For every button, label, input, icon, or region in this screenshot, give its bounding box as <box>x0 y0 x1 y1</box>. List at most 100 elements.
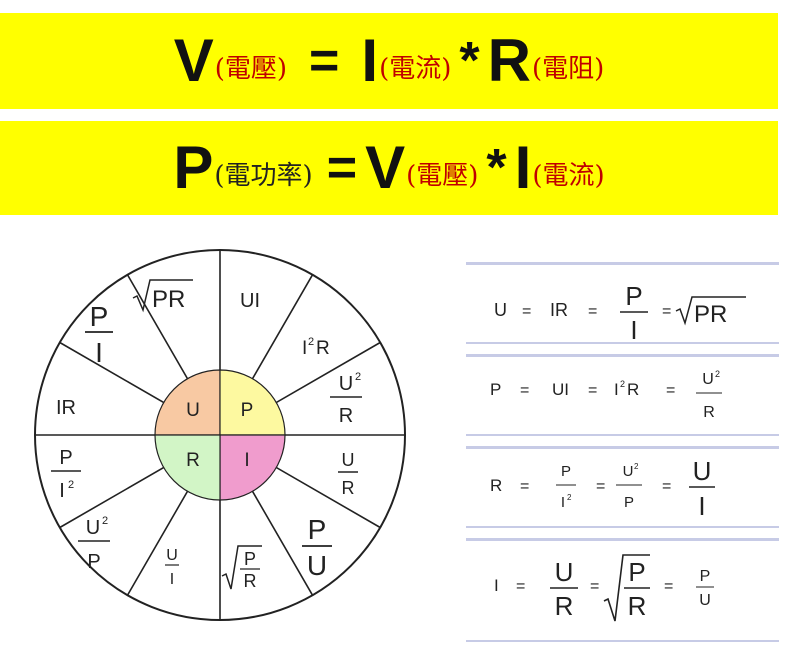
label-resistance: (電阻) <box>531 54 605 84</box>
symbol-i: I <box>514 134 532 201</box>
symbol-v: V <box>365 134 406 201</box>
fraction-exponent: 2 <box>68 479 74 491</box>
fraction-denominator: R <box>244 571 257 591</box>
fraction-exponent: 2 <box>620 379 625 389</box>
ohms-law-banner: V(電壓) = I(電流) * R(電阻) <box>0 13 778 109</box>
fraction-numerator: P <box>59 447 72 469</box>
sqrt-pr-radicand: PR <box>152 286 185 313</box>
power-law-banner: P(電功率) = V(電壓) * I(電流) <box>0 121 778 215</box>
row-i-fraction3-denominator: U <box>699 592 711 609</box>
center-quadrant-i <box>219 434 286 501</box>
row-r-fraction3-numerator: U <box>693 456 712 486</box>
segment-i2r-i: I <box>302 338 307 359</box>
fraction-exponent: 2 <box>567 493 572 502</box>
formula-row-p: P = UI = I 2 R = U 2 R <box>466 354 779 436</box>
equals-sign: = <box>662 303 671 320</box>
row-u-term-ir: IR <box>550 300 568 320</box>
segment-ir: IR <box>56 397 76 419</box>
row-r-fraction1-numerator: P <box>561 463 571 480</box>
center-label-u: U <box>186 400 200 421</box>
row-p-fraction-denominator: R <box>703 404 715 421</box>
symbol-i: I <box>361 27 379 94</box>
segment-u-over-r: U R <box>338 450 358 498</box>
fraction-numerator: U <box>166 547 178 564</box>
center-label-i: I <box>244 450 249 471</box>
equals-sign: = <box>516 578 525 595</box>
fraction-denominator: U <box>307 550 327 581</box>
row-i-fraction2-numerator: P <box>628 557 645 587</box>
equals-sign: = <box>326 139 358 197</box>
segment-p-over-i-squared: P I 2 <box>51 447 81 502</box>
fraction-denominator: R <box>339 405 353 427</box>
label-voltage: (電壓) <box>214 54 288 84</box>
sqrt-icon <box>132 279 193 313</box>
row-u-sqrt-radicand: PR <box>694 301 727 328</box>
row-p-term-r: R <box>627 380 639 399</box>
center-quadrant-u <box>154 369 221 436</box>
formula-row-u: U = IR = P I = PR <box>466 262 779 345</box>
row-r-lhs: R <box>490 476 502 495</box>
fraction-denominator: I <box>170 571 174 588</box>
row-p-fraction-numerator: U <box>702 371 714 388</box>
row-p-lhs: P <box>490 380 501 399</box>
multiply-sign: * <box>459 32 480 90</box>
fraction-denominator: I <box>59 480 65 502</box>
row-r-fraction2-numerator: U <box>623 463 634 480</box>
symbol-v: V <box>173 27 214 94</box>
fraction-exponent: 2 <box>355 371 361 383</box>
fraction-exponent: 2 <box>634 462 639 471</box>
segment-u-over-i: U I <box>165 547 179 588</box>
center-label-r: R <box>186 450 200 471</box>
center-quadrant-r <box>154 434 221 501</box>
label-current: (電流) <box>532 161 605 191</box>
fraction-numerator: P <box>244 549 256 569</box>
segment-u-squared-over-p: U 2 P <box>78 515 110 573</box>
row-i-fraction2-denominator: R <box>628 591 647 621</box>
fraction-numerator: U <box>342 450 355 470</box>
segment-sqrt-p-over-r: P R <box>221 545 262 591</box>
segment-ui: UI <box>240 290 260 312</box>
fraction-exponent: 2 <box>102 515 108 527</box>
row-i-fraction3-numerator: P <box>700 568 711 585</box>
row-p-term-ui: UI <box>552 380 569 399</box>
row-r-fraction1-denominator: I <box>561 494 565 511</box>
equals-sign: = <box>588 382 597 399</box>
equals-sign: = <box>662 478 671 495</box>
equals-sign: = <box>309 32 340 90</box>
label-power: (電功率) <box>214 161 313 191</box>
formula-wheel: U P R I UI I 2 R U 2 R U R P U P R U I <box>34 249 406 621</box>
equals-sign: = <box>590 578 599 595</box>
formula-table: U = IR = P I = PR P = UI = I 2 R = U 2 R <box>466 262 779 642</box>
formula-row-i: I = U R = P R = P U <box>466 538 779 642</box>
center-label-p: P <box>241 400 254 421</box>
fraction-numerator: U <box>86 517 100 539</box>
fraction-denominator: P <box>87 551 100 573</box>
row-u-fraction-denominator: I <box>630 315 637 345</box>
segment-p-over-i: P I <box>85 301 113 368</box>
fraction-exponent: 2 <box>715 369 720 379</box>
center-quadrant-p <box>219 369 286 436</box>
row-i-fraction1-denominator: R <box>555 591 574 621</box>
symbol-r: R <box>487 27 531 94</box>
row-u-lhs: U <box>494 300 507 320</box>
symbol-p: P <box>173 134 214 201</box>
segment-u-squared-over-r: U 2 R <box>330 371 362 427</box>
sqrt-icon <box>221 545 262 590</box>
fraction-numerator: P <box>308 514 327 545</box>
equals-sign: = <box>664 578 673 595</box>
fraction-numerator: P <box>90 301 109 332</box>
row-r-fraction2-denominator: P <box>624 494 634 511</box>
row-p-term-i: I <box>614 380 619 399</box>
equals-sign: = <box>520 478 529 495</box>
equals-sign: = <box>520 382 529 399</box>
row-i-lhs: I <box>494 576 499 595</box>
fraction-numerator: U <box>339 373 353 395</box>
sqrt-icon <box>675 296 746 326</box>
label-current: (電流) <box>379 54 452 84</box>
segment-i-squared-r: I 2 R <box>302 336 330 359</box>
segment-i2r-exponent: 2 <box>308 336 314 348</box>
segment-p-over-u: P U <box>302 514 332 581</box>
fraction-denominator: I <box>95 337 103 368</box>
equals-sign: = <box>596 478 605 495</box>
sqrt-icon <box>603 554 650 622</box>
